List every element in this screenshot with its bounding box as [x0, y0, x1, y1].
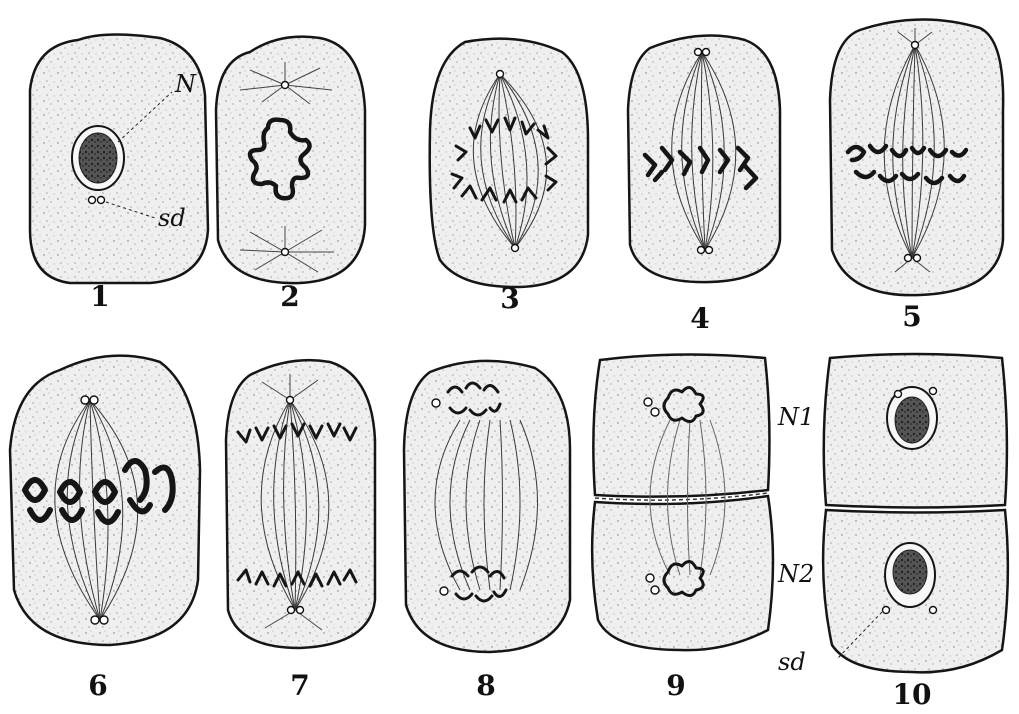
label-daughter-nucleus-1: N1: [777, 403, 814, 431]
stage-number: 2: [280, 280, 299, 313]
chromatin: [79, 133, 117, 183]
cell-stage-6: [10, 356, 200, 645]
centrosome: [81, 396, 89, 404]
cell-stage-8: [404, 361, 570, 652]
cell-stage-5: [830, 19, 1003, 295]
label-daughter-nucleus-2: N2: [777, 560, 814, 588]
stage-number: 10: [893, 678, 932, 710]
centrosome: [895, 391, 902, 398]
cell-stage-3: [430, 39, 588, 287]
centrosome: [287, 397, 294, 404]
label-centrosome-stage10: sd: [778, 648, 806, 676]
stage-number: 6: [88, 669, 107, 702]
stage-number: 9: [666, 669, 685, 702]
centrosome: [912, 42, 919, 49]
centriole: [89, 197, 96, 204]
label-centrosome: sd: [158, 204, 186, 232]
stage-number: 7: [290, 669, 309, 702]
cell-stage-7: [226, 360, 375, 648]
cell-stage-2: [216, 37, 365, 283]
cell-stage-4: [628, 36, 780, 283]
stage-number: 3: [500, 282, 519, 315]
centrosome: [695, 49, 702, 56]
stage-number: 5: [902, 300, 921, 333]
cell-stage-9: [592, 354, 773, 650]
stage-number: 4: [690, 302, 709, 335]
centrosome: [432, 399, 440, 407]
centrosome: [282, 82, 289, 89]
stage-number: 1: [90, 280, 109, 313]
label-nucleus: N: [174, 70, 197, 98]
centrosome: [497, 71, 504, 78]
stage-number: 8: [476, 669, 495, 702]
cell-stage-10: [823, 354, 1008, 672]
centrosome: [644, 398, 652, 406]
